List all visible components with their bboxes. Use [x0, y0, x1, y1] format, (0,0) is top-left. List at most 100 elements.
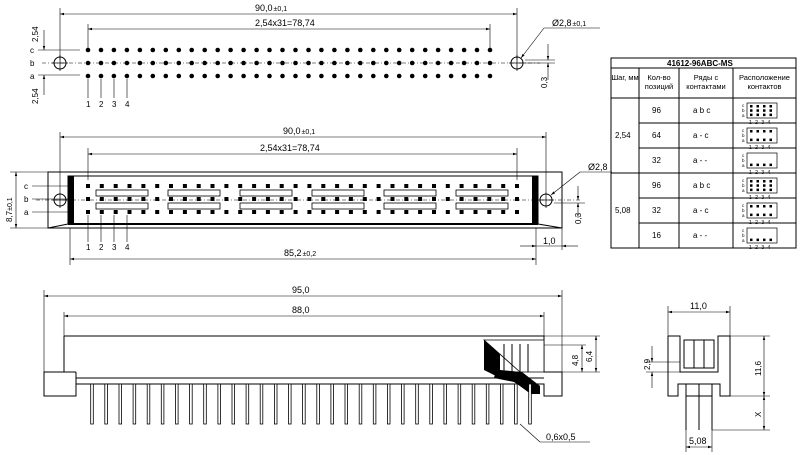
- top-pin: [202, 47, 207, 53]
- front-contact: [376, 197, 381, 201]
- top-pin: [163, 73, 169, 79]
- top-pin: [98, 47, 104, 53]
- top-pin: [422, 60, 428, 66]
- front-contact: [307, 210, 312, 214]
- front-contact: [335, 210, 340, 214]
- table-icon-contact: [769, 238, 772, 242]
- top-pin-number-1: 1: [86, 100, 91, 109]
- front-contact: [99, 210, 104, 214]
- table-header-rows: Ряды с контактами: [686, 73, 726, 91]
- front-contact: [376, 210, 381, 214]
- side-pin: [245, 383, 250, 425]
- front-contact: [141, 210, 146, 214]
- front-contact: [321, 197, 326, 201]
- table-icon-row-label: a: [742, 188, 745, 193]
- front-pin-number-1: 1: [86, 243, 91, 252]
- side-pin: [386, 383, 391, 425]
- table-icon-contact: [750, 130, 753, 133]
- table-icon-contact: [769, 213, 772, 217]
- front-contact: [501, 197, 506, 201]
- top-pin: [293, 47, 298, 53]
- top-pin: [409, 47, 415, 53]
- side-pin: [217, 383, 221, 425]
- top-view: 90,0±0,1 2,54x31=78,74 Ø2,8±0,1 0,3 2,54…: [30, 3, 600, 109]
- side-pin: [132, 383, 137, 425]
- side-pin: [231, 383, 235, 425]
- top-pin: [474, 47, 480, 53]
- side-view: 95,0 88,0 4,8 6,4 0,6x0,5: [43, 285, 600, 443]
- front-contact: [169, 210, 173, 214]
- variants-table: 41612-96ABC-MS Шаг, мм Кол-во позиций Ря…: [610, 57, 797, 251]
- front-contact: [210, 210, 215, 214]
- side-dim-h2: 6,4: [585, 350, 594, 362]
- table-icon-row-label: a: [742, 113, 745, 118]
- top-pin: [422, 47, 428, 53]
- top-pin: [487, 47, 493, 53]
- front-contact: [155, 210, 160, 214]
- front-contact: [473, 184, 478, 188]
- front-contact-group-frame: [239, 202, 293, 210]
- top-pin: [435, 73, 441, 79]
- top-pin: [189, 60, 194, 66]
- front-contact: [196, 184, 201, 188]
- front-contact: [169, 197, 173, 201]
- table-icon-numbers: 1 2 3 4: [749, 245, 771, 251]
- top-dim-total: 90,0±0,1: [255, 3, 287, 13]
- front-pin-number-3: 3: [112, 243, 117, 252]
- side-pin: [189, 383, 193, 425]
- front-contact: [515, 210, 519, 214]
- front-contact: [141, 184, 146, 188]
- top-pin: [280, 60, 285, 66]
- top-pin: [332, 73, 337, 79]
- top-pin: [176, 60, 182, 66]
- table-pitch-1: 2,54: [615, 131, 631, 140]
- top-pin: [306, 47, 311, 53]
- table-icon-contact: [769, 188, 772, 192]
- table-icon-contact: [763, 180, 766, 183]
- front-contact: [445, 210, 450, 214]
- table-icon-row-label: a: [742, 238, 745, 243]
- front-contact: [390, 184, 395, 188]
- table-title: 41612-96ABC-MS: [667, 59, 733, 68]
- front-contact: [86, 197, 90, 201]
- side-pin: [499, 383, 504, 425]
- table-icon-contact: [756, 163, 759, 167]
- end-view: 11,0 11,6 X 2,9 5,08: [643, 301, 770, 452]
- front-contact: [113, 197, 118, 201]
- table-icon-row-label: b: [742, 233, 745, 238]
- front-body-outline: [47, 171, 563, 229]
- table-icon-contact: [769, 184, 772, 187]
- top-pin-number-4: 4: [125, 100, 130, 109]
- front-contact-group-frame: [167, 189, 221, 197]
- table-icon-row-label: c: [742, 178, 745, 183]
- front-contact: [238, 210, 243, 214]
- front-contact: [335, 184, 340, 188]
- table-icon-contact: [763, 138, 766, 142]
- front-contact: [473, 197, 478, 201]
- table-icon-row-label: c: [742, 203, 745, 208]
- top-pin: [371, 60, 376, 66]
- table-icon-contact: [756, 130, 759, 133]
- front-contact: [418, 210, 423, 214]
- front-contact-group-frame: [167, 202, 221, 210]
- top-pin: [267, 73, 272, 79]
- table-icon-numbers: 1 2 3 4: [749, 145, 771, 151]
- table-icon-contact: [756, 105, 759, 108]
- front-contact: [279, 210, 284, 214]
- top-pin: [111, 47, 117, 53]
- top-pin: [293, 60, 298, 66]
- side-pin: [528, 383, 532, 425]
- top-pin: [487, 73, 493, 79]
- front-contact: [252, 197, 257, 201]
- table-icon-contact: [756, 180, 759, 183]
- top-pin: [241, 60, 246, 66]
- front-contact: [307, 197, 312, 201]
- side-pin: [316, 383, 320, 425]
- top-dim-side-top: 2,54: [31, 26, 40, 42]
- front-contact: [182, 184, 187, 188]
- side-pin: [358, 383, 363, 425]
- table-icon-numbers: 1 2 3 4: [749, 195, 771, 201]
- table-rows-label: a - -: [693, 231, 708, 240]
- side-pin: [273, 383, 278, 425]
- front-contact-group-frame: [455, 202, 509, 210]
